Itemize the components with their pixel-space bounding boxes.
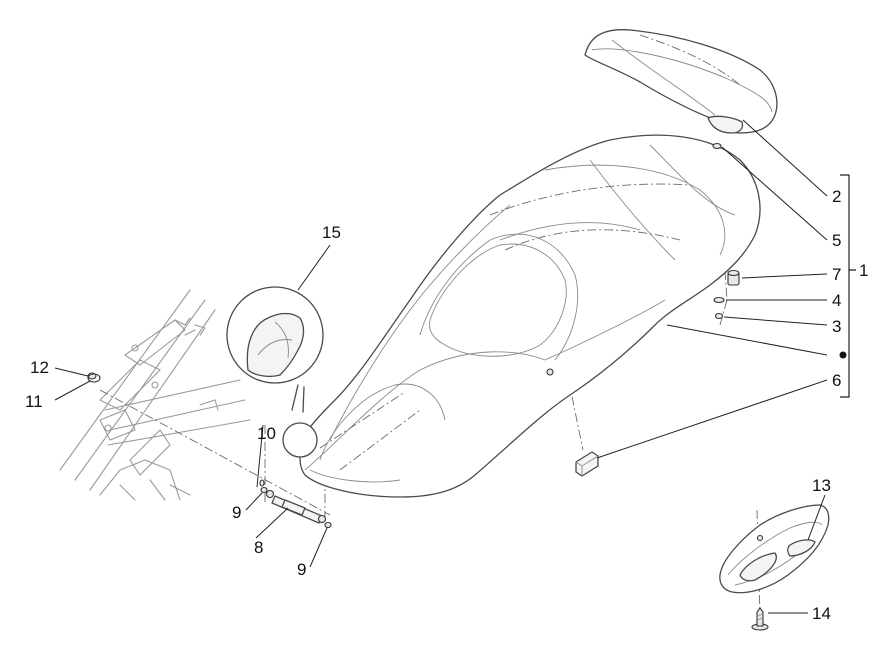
washer-9-lower xyxy=(324,521,332,529)
complete-assembly-dot xyxy=(839,351,847,359)
callout-9-upper: 9 xyxy=(232,503,241,522)
screw-14 xyxy=(751,607,769,631)
storage-tray xyxy=(719,504,830,594)
callout-2: 2 xyxy=(832,187,841,206)
callout-3: 3 xyxy=(832,317,841,336)
callout-6: 6 xyxy=(832,371,841,390)
callout-11: 11 xyxy=(25,392,43,411)
detail-callout-15 xyxy=(226,286,324,458)
callout-5: 5 xyxy=(832,231,841,250)
nut-3 xyxy=(714,312,724,320)
callout-7: 7 xyxy=(832,265,841,284)
washer-4 xyxy=(713,296,725,304)
rubber-buffer xyxy=(727,269,740,286)
washer-9-upper xyxy=(260,486,268,494)
callout-labels: 2 5 7 4 3 6 1 15 10 9 8 9 12 11 13 14 xyxy=(25,187,868,623)
seat xyxy=(299,134,761,498)
washer-11 xyxy=(87,373,101,383)
scooter-frame xyxy=(59,289,251,501)
callout-12: 12 xyxy=(30,358,49,377)
callout-14: 14 xyxy=(812,604,831,623)
callout-1: 1 xyxy=(859,261,868,280)
clip-10 xyxy=(259,479,265,487)
backrest-pad xyxy=(584,29,778,150)
callout-4: 4 xyxy=(832,291,841,310)
callout-8: 8 xyxy=(254,538,263,557)
seat-catch xyxy=(575,451,599,477)
callout-13: 13 xyxy=(812,476,831,495)
assembly-bracket xyxy=(840,174,856,398)
callout-15: 15 xyxy=(322,223,341,242)
callout-10: 10 xyxy=(257,424,276,443)
gas-strut xyxy=(265,489,327,524)
leader-lines xyxy=(54,119,847,614)
callout-9-lower: 9 xyxy=(297,560,306,579)
